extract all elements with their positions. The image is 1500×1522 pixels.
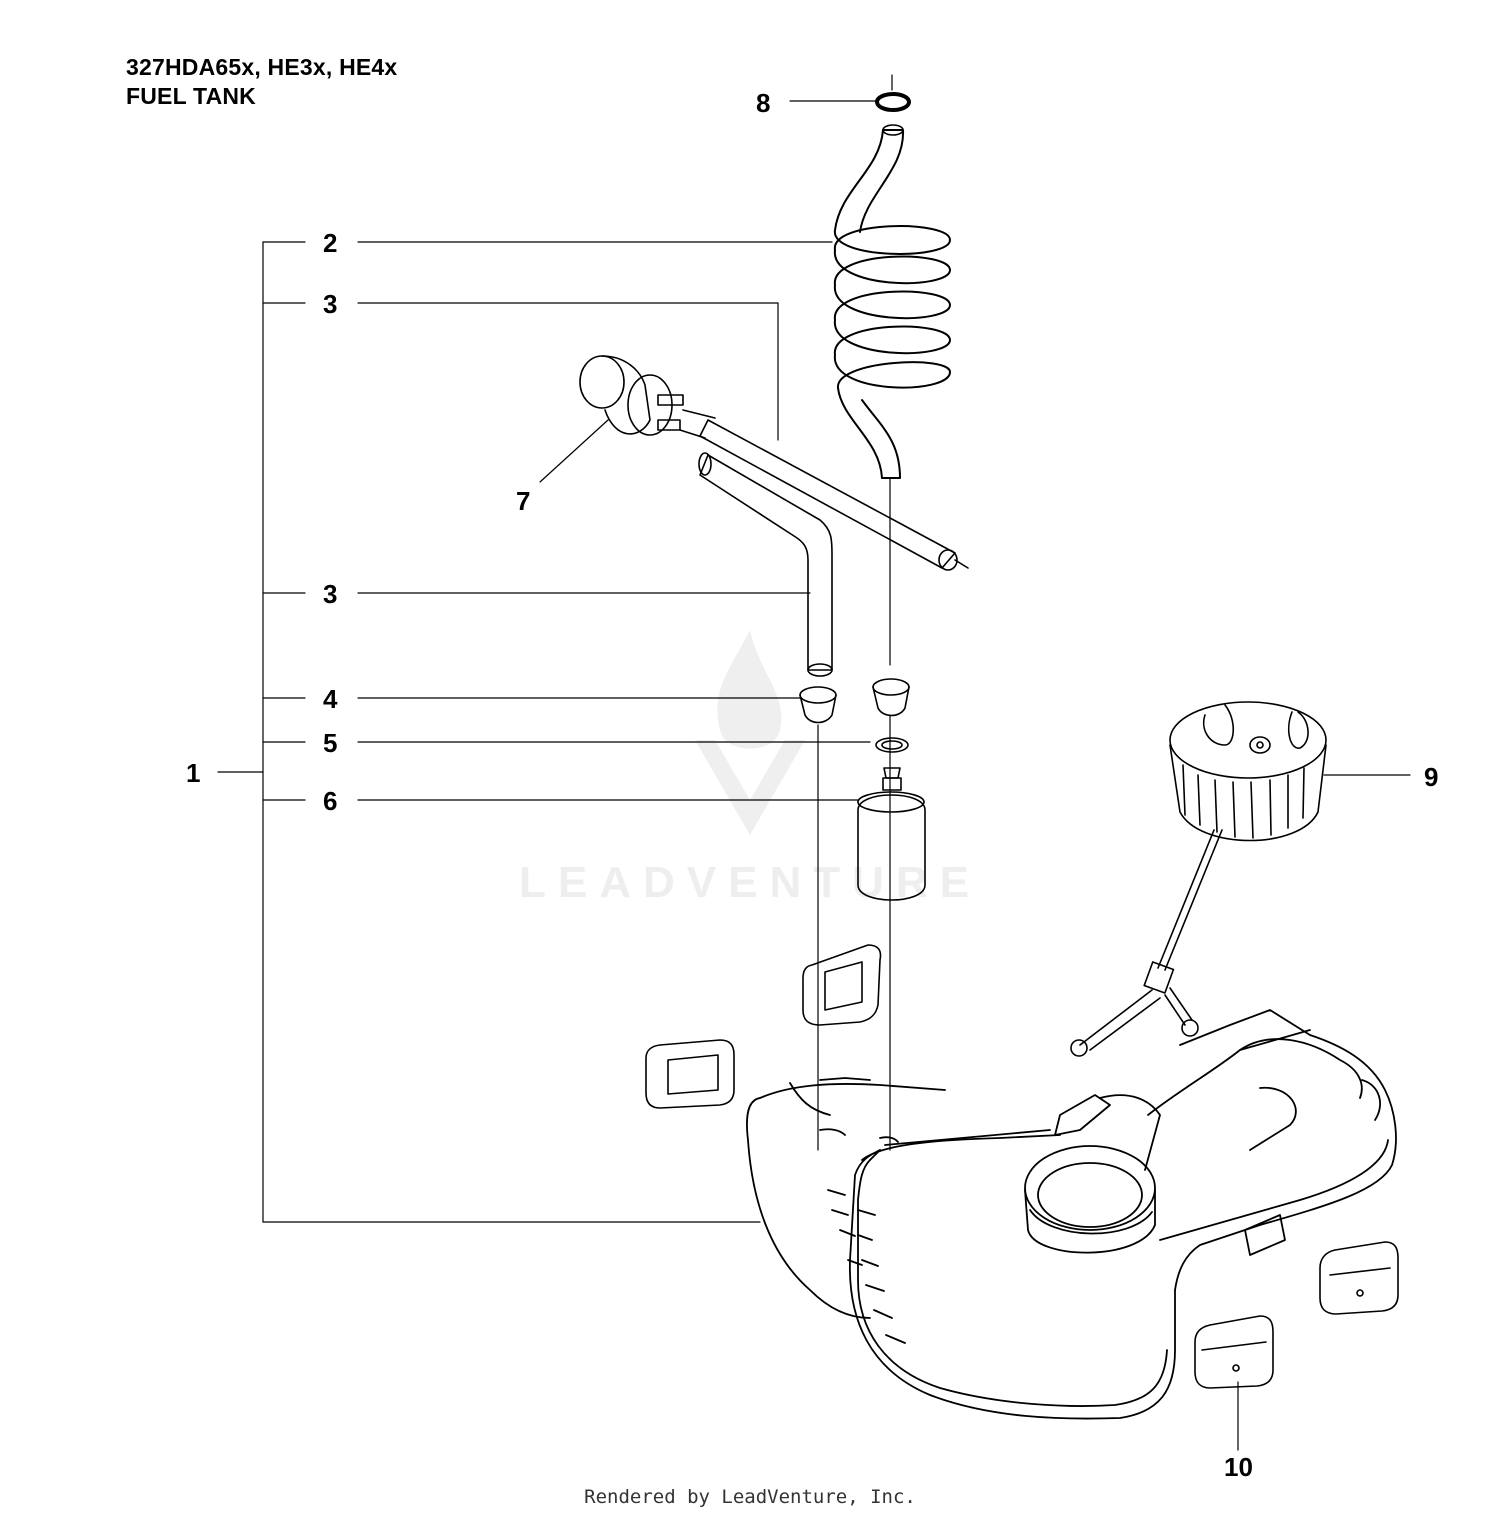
callout-2: 2 xyxy=(323,228,338,258)
vent-valve xyxy=(579,355,716,439)
footer-credit: Rendered by LeadVenture, Inc. xyxy=(584,1486,916,1508)
callout-6: 6 xyxy=(323,786,338,816)
rubber-mount-d xyxy=(1194,1315,1274,1389)
callout-5: 5 xyxy=(323,728,338,758)
rubber-mount-a xyxy=(802,944,882,1026)
callout-3-lower: 3 xyxy=(323,579,338,609)
callout-4: 4 xyxy=(323,684,338,714)
hose-clamp xyxy=(875,737,909,753)
callout-7: 7 xyxy=(516,486,531,516)
callout-1: 1 xyxy=(186,758,201,788)
section-title: FUEL TANK xyxy=(126,83,256,109)
fuel-filter xyxy=(857,767,926,901)
model-title: 327HDA65x, HE3x, HE4x xyxy=(126,54,398,80)
straight-fuel-hose xyxy=(699,419,969,571)
rubber-mount-c xyxy=(1319,1241,1399,1315)
o-ring xyxy=(875,92,911,112)
bent-fuel-hose xyxy=(698,452,833,677)
watermark-text: LEADVENTURE xyxy=(518,858,982,907)
cap-tether xyxy=(1070,829,1223,1057)
grommet-left xyxy=(799,686,837,724)
watermark-logo-icon xyxy=(690,620,810,845)
callout-10: 10 xyxy=(1224,1452,1253,1482)
callout-8: 8 xyxy=(756,88,771,118)
leader-lines xyxy=(217,74,1411,1451)
callout-9: 9 xyxy=(1424,762,1439,792)
rubber-mount-b xyxy=(645,1039,735,1109)
fuel-tank-body xyxy=(746,1009,1397,1420)
fuel-cap xyxy=(1169,701,1327,842)
coiled-fuel-hose xyxy=(833,124,951,479)
grommet-right xyxy=(872,678,910,717)
callout-3-upper: 3 xyxy=(323,289,338,319)
